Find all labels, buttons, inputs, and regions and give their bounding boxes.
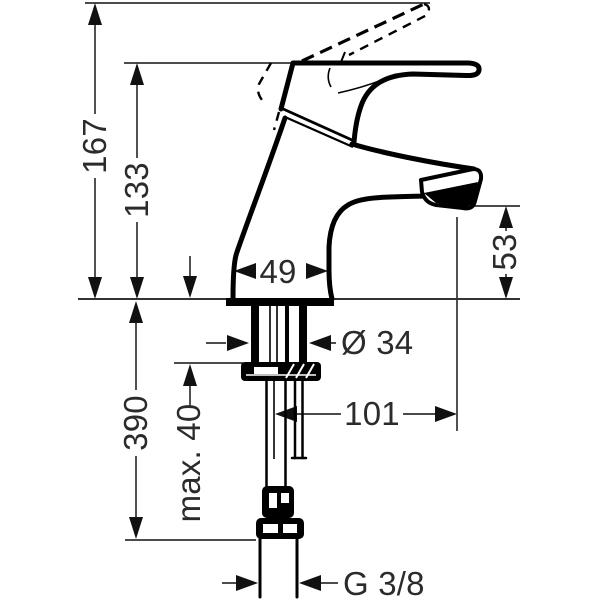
valve-block xyxy=(262,486,294,518)
dim-label-spout-height: 53 xyxy=(486,233,523,270)
faucet-body xyxy=(226,2,484,306)
dim-label-spout-reach: 101 xyxy=(344,395,400,432)
dim-label-thread: G 3/8 xyxy=(343,565,425,600)
dimension-thread: G 3/8 xyxy=(222,565,425,600)
mounting-nut xyxy=(241,362,321,381)
dim-label-shank-diameter: Ø 34 xyxy=(341,324,413,361)
dim-label-max-mounting: max. 40 xyxy=(170,404,207,523)
dimension-101: 101 xyxy=(275,217,458,432)
shank-left-wall xyxy=(251,306,259,363)
dimension-53: 53 xyxy=(463,205,523,299)
dim-label-body-width: 49 xyxy=(259,253,296,290)
spout-underside xyxy=(326,193,429,302)
dimension-390: 390 xyxy=(117,301,256,541)
aerator-ring xyxy=(424,182,478,207)
dim-label-height-to-lever: 133 xyxy=(118,162,155,218)
lever-handle xyxy=(278,60,482,145)
dim-label-supply-length: 390 xyxy=(117,395,154,451)
base-plate xyxy=(226,298,334,306)
dimension-max-mounting: max. 40 xyxy=(170,256,243,522)
spout-top-edge xyxy=(349,141,477,172)
dimension-shank-diameter: Ø 34 xyxy=(206,324,413,361)
dimension-167: 167 xyxy=(76,2,430,299)
dimension-49: 49 xyxy=(234,253,328,290)
dimension-133: 133 xyxy=(118,62,294,299)
dim-label-overall-height: 167 xyxy=(76,118,113,174)
shank-right-wall xyxy=(299,306,307,363)
body-left-edge xyxy=(230,115,288,302)
lever-raised-position-dashed xyxy=(301,2,425,63)
connection-nut xyxy=(256,518,304,539)
shank-and-pipes xyxy=(241,306,321,599)
